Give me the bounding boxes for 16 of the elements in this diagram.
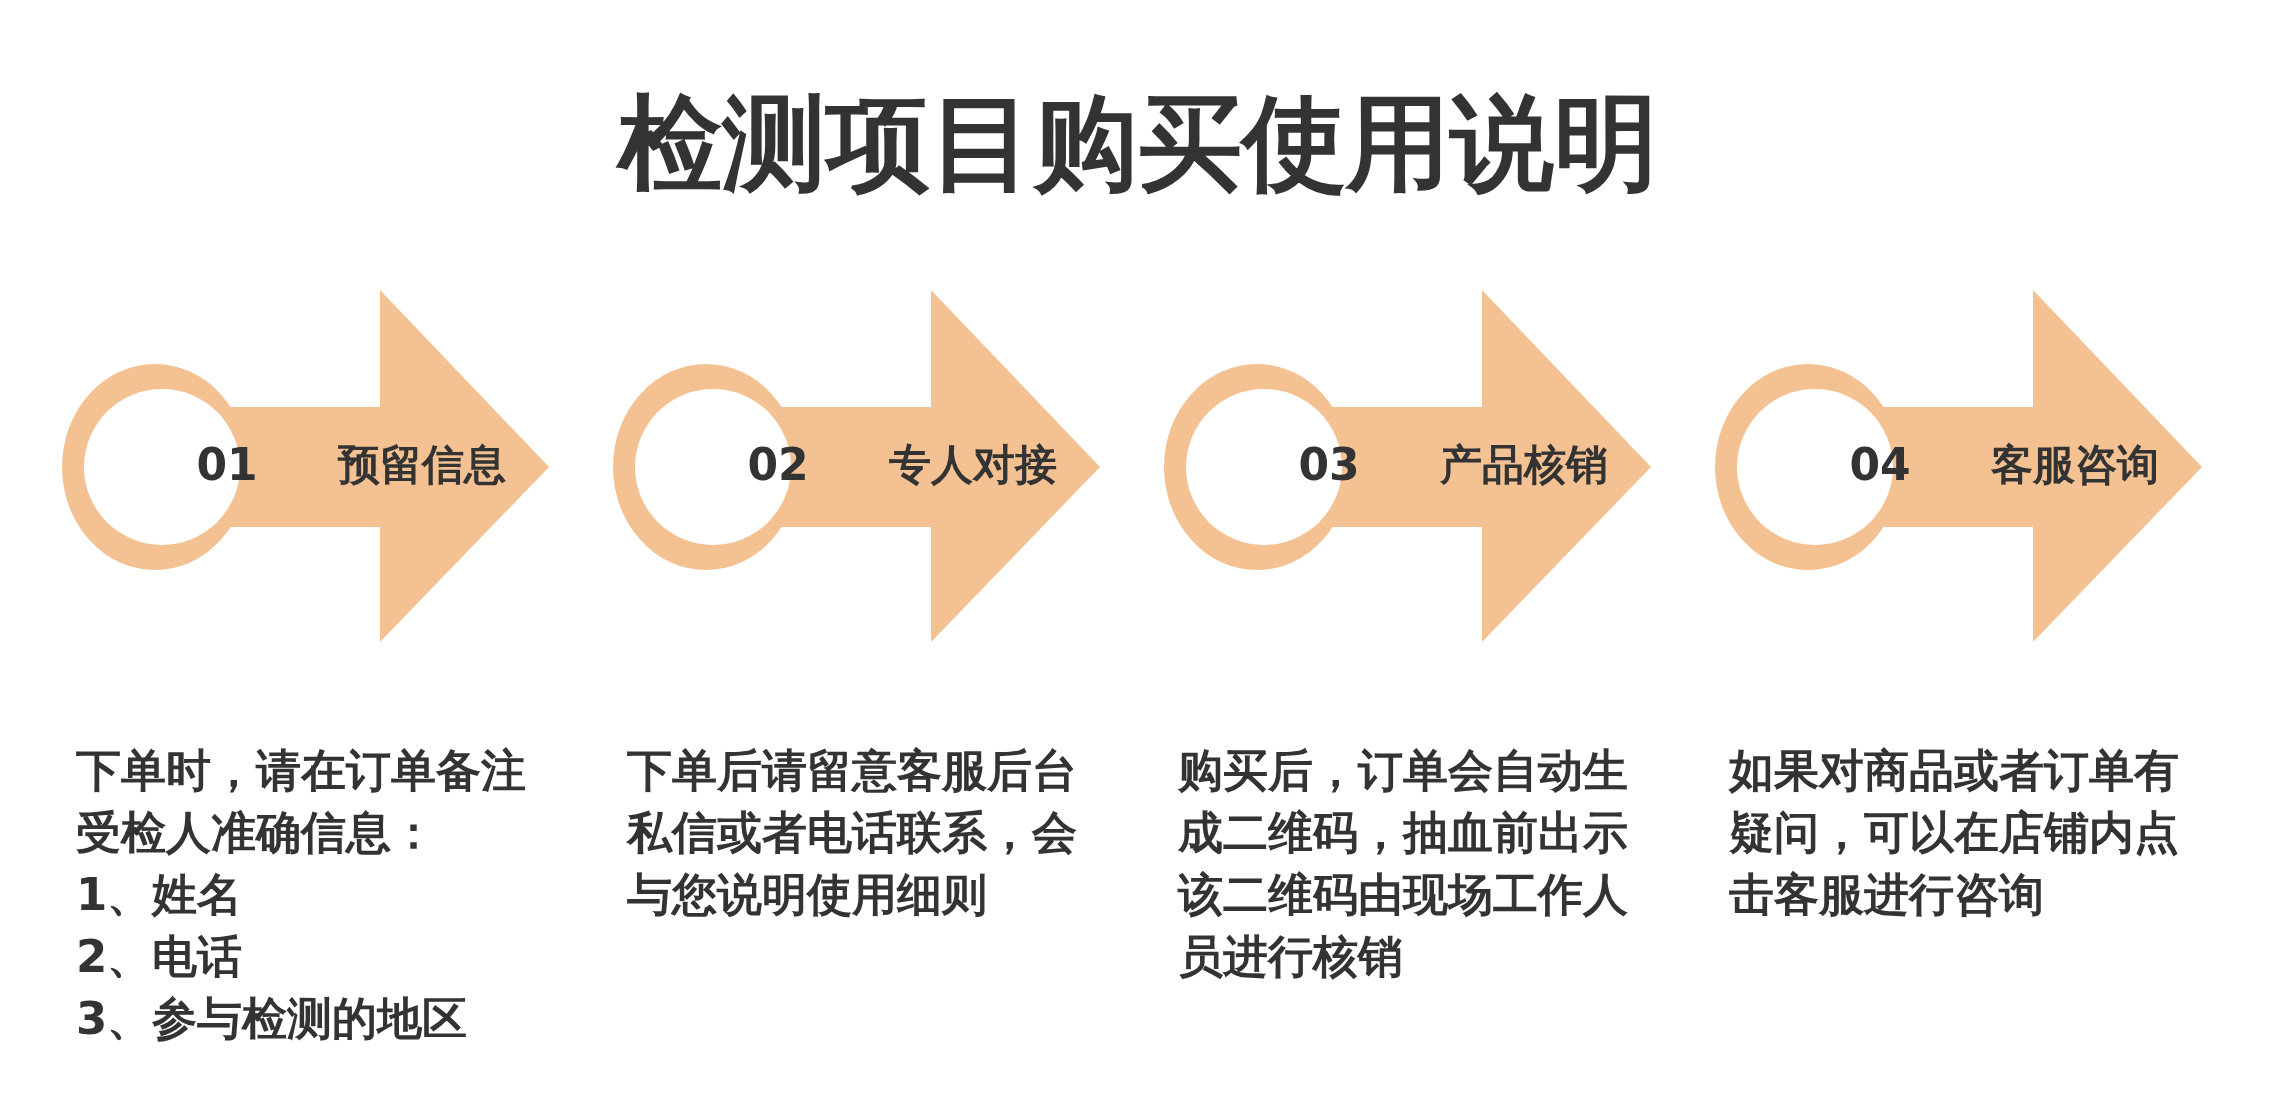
step-label: 产品核销 — [1439, 439, 1609, 491]
step-number: 04 — [1848, 438, 1912, 492]
step-description: 1、姓名 — [76, 867, 244, 923]
step-description: 下单时，请在订单备注受检人准确信息： — [76, 743, 527, 861]
step-number: 03 — [1297, 438, 1361, 492]
step-description: 下单后请留意客服后台私信或者电话联系，会与您说明使用细则 — [627, 743, 1078, 923]
step-description: 2、电话 — [76, 929, 244, 985]
step-label: 预留信息 — [336, 439, 507, 491]
step-label: 客服咨询 — [1990, 439, 2160, 491]
step-number: 02 — [746, 438, 810, 492]
title: 检测项目购买使用说明 — [0, 75, 2276, 215]
step-number: 01 — [195, 438, 259, 492]
step-description: 3、参与检测的地区 — [76, 991, 469, 1047]
step-description: 如果对商品或者订单有疑问，可以在店铺内点击客服进行咨询 — [1729, 743, 2180, 923]
step-description: 购买后，订单会自动生成二维码，抽血前出示该二维码由现场工作人员进行核销 — [1178, 743, 1629, 985]
step-label: 专人对接 — [888, 439, 1058, 491]
